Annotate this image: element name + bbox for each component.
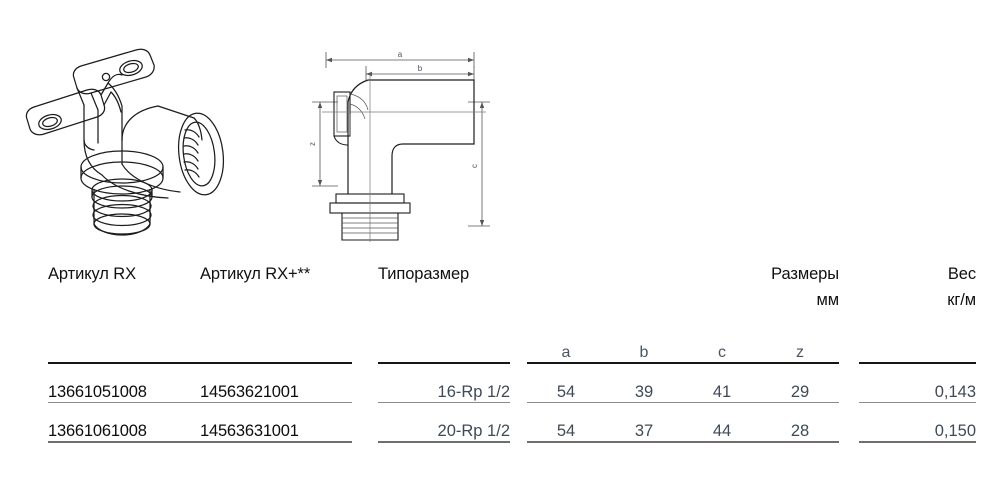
- subheader-z: z: [761, 332, 839, 364]
- table-header-row-units: мм кг/м: [0, 284, 985, 310]
- cell-dim-a: 54: [527, 402, 605, 443]
- cell-dim-c: 44: [683, 402, 761, 443]
- cell-article-rx-plus: 14563621001: [200, 363, 352, 403]
- table-tail-row: [0, 442, 985, 469]
- dimension-label-c: c: [470, 164, 479, 168]
- table-row[interactable]: 13661061008 14563631001 20-Rp 1/2 54 37 …: [0, 402, 985, 443]
- cell-weight: 0,143: [859, 363, 976, 403]
- cell-weight: 0,150: [859, 402, 976, 443]
- dimension-label-b: b: [418, 64, 423, 73]
- table-subheader-row: a b c z: [0, 332, 985, 364]
- subheader-b: b: [605, 332, 683, 364]
- header-size: Типоразмер: [378, 265, 470, 283]
- dimension-label-z: z: [308, 142, 317, 146]
- cell-dim-a: 54: [527, 363, 605, 403]
- header-dimensions: Размеры: [771, 265, 839, 283]
- 3d-fitting-illustration: [18, 44, 262, 244]
- table-header-row-primary: Артикул RX Артикул RX+** Типоразмер Разм…: [0, 250, 985, 284]
- cell-dim-b: 37: [605, 402, 683, 443]
- subheader-c: c: [683, 332, 761, 364]
- header-weight: Вес: [947, 265, 976, 283]
- table-spacer-row: [0, 310, 985, 332]
- cell-size: 20-Rp 1/2: [378, 402, 510, 443]
- cell-article-rx: 13661061008: [48, 402, 200, 443]
- cell-dim-z: 28: [761, 402, 839, 443]
- cell-size: 16-Rp 1/2: [378, 363, 510, 403]
- fitting-spec-table: Артикул RX Артикул RX+** Типоразмер Разм…: [0, 250, 985, 469]
- cell-article-rx: 13661051008: [48, 363, 200, 403]
- figures-area: a b z: [18, 44, 494, 244]
- header-weight-unit: кг/м: [947, 291, 976, 309]
- header-article-rx-plus: Артикул RX+**: [200, 265, 311, 283]
- specification-table: Артикул RX Артикул RX+** Типоразмер Разм…: [0, 250, 985, 481]
- cell-dim-z: 29: [761, 363, 839, 403]
- cell-dim-b: 39: [605, 363, 683, 403]
- subheader-a: a: [527, 332, 605, 364]
- cell-article-rx-plus: 14563631001: [200, 402, 352, 443]
- table-row[interactable]: 13661051008 14563621001 16-Rp 1/2 54 39 …: [0, 363, 985, 403]
- dimension-label-a: a: [398, 50, 403, 59]
- cell-dim-c: 41: [683, 363, 761, 403]
- header-article-rx: Артикул RX: [48, 265, 137, 283]
- technical-dimension-drawing: a b z: [308, 44, 494, 244]
- header-dimensions-unit: мм: [816, 291, 840, 309]
